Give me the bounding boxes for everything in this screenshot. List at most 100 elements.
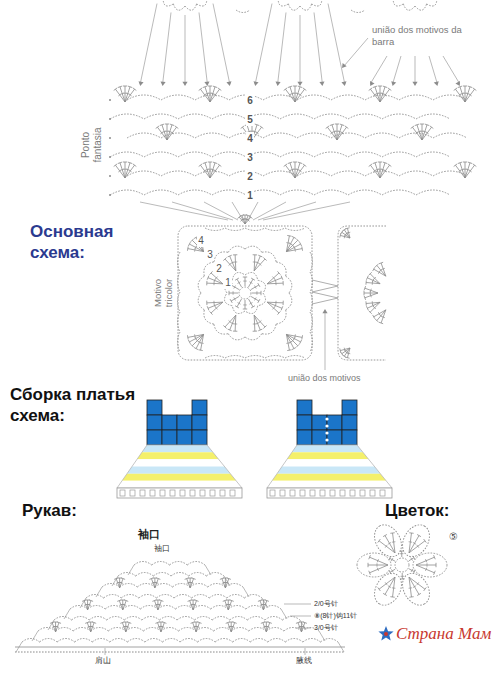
chain-loop xyxy=(228,606,246,610)
chain-loop xyxy=(180,639,198,643)
chain-loop xyxy=(286,276,292,293)
skirt-stripe xyxy=(122,474,236,481)
stitch-line xyxy=(281,306,283,310)
stitch-line xyxy=(57,622,61,624)
chain-loop xyxy=(393,0,403,6)
chain-loop xyxy=(399,95,433,100)
stitch-line xyxy=(105,648,106,655)
stitch-line xyxy=(191,239,194,242)
stitch-line xyxy=(454,164,458,167)
stitch-line xyxy=(378,539,381,543)
stitch-line xyxy=(245,277,246,286)
stitch-line xyxy=(231,262,234,263)
stitch-line xyxy=(409,596,413,598)
stitch-line xyxy=(32,631,38,641)
stitch-line xyxy=(400,553,404,554)
bodice-square xyxy=(192,415,207,430)
chain-loop xyxy=(198,276,204,293)
stitch-line xyxy=(155,579,158,588)
stitch-line xyxy=(413,542,416,544)
stitch-line xyxy=(409,541,412,542)
stitch-line xyxy=(374,310,386,317)
bodice-square xyxy=(342,430,357,445)
chain-loop xyxy=(225,356,245,359)
stitch-line xyxy=(365,280,366,284)
stitch-line xyxy=(231,323,234,324)
stitch-line xyxy=(312,286,338,292)
stitch-line xyxy=(222,579,225,588)
chain-loop xyxy=(123,606,141,610)
stitch-line xyxy=(223,258,226,261)
skirt-stripe xyxy=(127,467,230,474)
stitch-line xyxy=(238,282,241,284)
stitch-line xyxy=(370,557,388,565)
chain-loop xyxy=(56,628,74,632)
stitch-line xyxy=(228,623,231,632)
stitch-line xyxy=(87,623,90,632)
chain-loop xyxy=(196,628,214,632)
stitch-line xyxy=(399,550,403,551)
stitch-line xyxy=(120,582,123,583)
stitch-line xyxy=(235,278,239,280)
chain-loop xyxy=(245,228,265,231)
logo-star xyxy=(378,626,393,640)
stitch-line xyxy=(267,283,283,285)
stitch-line xyxy=(275,279,276,282)
stitch-line xyxy=(425,568,426,571)
chain-loop xyxy=(161,628,179,632)
stitch-line xyxy=(203,162,207,163)
chain-loop xyxy=(297,171,331,176)
stitch-line xyxy=(238,302,241,304)
stitch-line xyxy=(409,558,414,561)
stitch-line xyxy=(417,582,419,585)
chain-loop xyxy=(178,272,181,292)
chain-loop xyxy=(212,152,246,157)
chain-loop xyxy=(176,606,194,610)
stitch-line xyxy=(335,124,339,125)
stitch-line xyxy=(188,334,204,337)
stitch-line xyxy=(417,534,421,536)
stitch-line xyxy=(429,56,437,84)
stitch-line xyxy=(262,598,268,608)
chain-loop xyxy=(161,95,195,100)
stitch-line xyxy=(200,165,210,178)
stitch-line xyxy=(133,164,137,167)
chain-loop xyxy=(415,4,427,10)
stitch-line xyxy=(121,578,125,580)
skirt-stripe xyxy=(277,467,380,474)
stitch-line xyxy=(411,569,413,572)
stitch-line xyxy=(420,124,424,125)
row-number: 4 xyxy=(246,132,254,145)
chain-loop xyxy=(144,114,178,119)
chain-loop xyxy=(265,228,285,231)
stitch-line xyxy=(284,88,288,91)
chain-loop xyxy=(40,639,58,643)
stitch-line xyxy=(154,601,157,610)
stitch-line xyxy=(384,170,387,172)
chain-loop xyxy=(288,4,300,10)
flower-petal xyxy=(369,569,407,610)
stitch-line xyxy=(256,262,259,263)
chain-loop xyxy=(228,334,245,340)
stitch-line xyxy=(409,536,419,553)
stitch-line xyxy=(283,301,284,305)
chain-loop xyxy=(198,639,216,643)
stitch-line xyxy=(242,216,245,224)
chain-loop xyxy=(173,584,191,588)
border-motif xyxy=(200,490,205,496)
stitch-line xyxy=(417,545,419,548)
chain-loop xyxy=(303,639,321,643)
stitch-line xyxy=(194,348,198,350)
stitch-line xyxy=(375,319,378,322)
chain-loop xyxy=(127,95,161,100)
chain-loop xyxy=(280,190,314,195)
border-motif xyxy=(290,490,295,496)
chain-loop xyxy=(276,262,286,276)
stitch-dot xyxy=(109,175,111,177)
stitch-line xyxy=(340,348,341,352)
stitch-line xyxy=(365,301,366,305)
stitch-line xyxy=(369,555,371,559)
stitch-line xyxy=(123,601,126,610)
stitch-line xyxy=(190,579,193,588)
stitch-line xyxy=(199,164,203,167)
